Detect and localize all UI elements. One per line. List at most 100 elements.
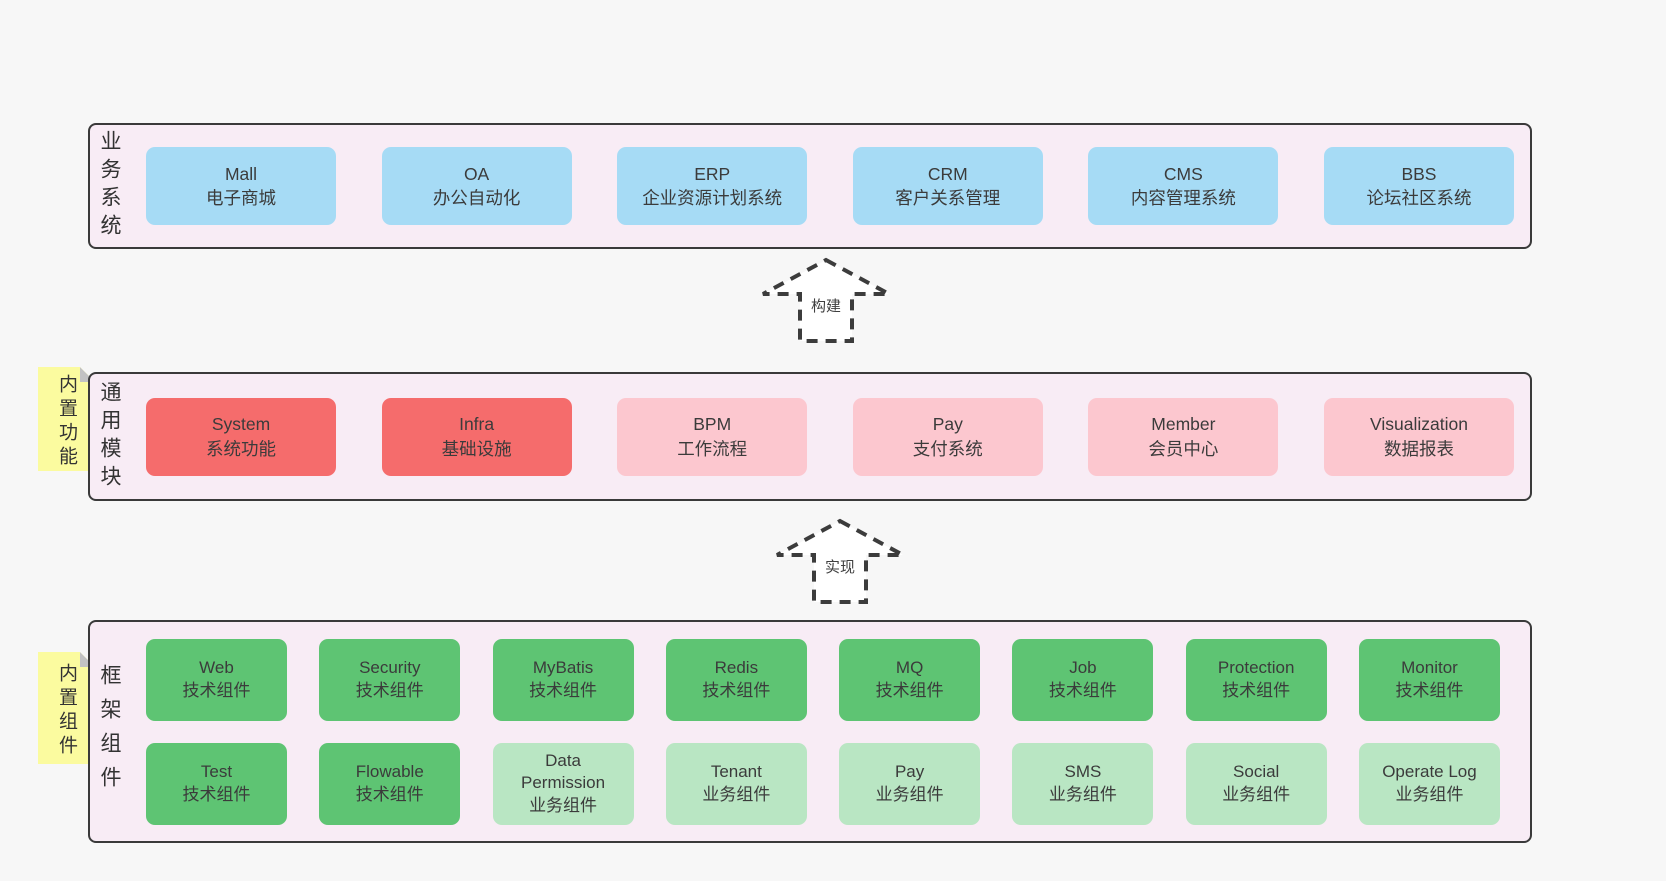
component-box-pay: Pay 支付系统 [852, 397, 1043, 476]
box-subtitle: 业务组件 [1048, 784, 1117, 804]
box-subtitle: 技术组件 [875, 680, 944, 700]
implement-arrow: 实现 [770, 516, 910, 606]
box-subtitle: 数据报表 [1383, 438, 1454, 459]
component-box-system: System 系统功能 [146, 397, 336, 476]
box-title: Data Permission [521, 750, 606, 793]
box-subtitle: 技术组件 [702, 680, 771, 700]
arrow-label: 实现 [823, 556, 857, 577]
box-title: Pay [932, 414, 963, 435]
box-title: SMS [1064, 762, 1102, 782]
sticky-note-label: 内置组件 [56, 663, 77, 759]
box-title: MQ [895, 658, 924, 678]
box-title: CRM [927, 163, 968, 184]
box-subtitle: 业务组件 [702, 784, 771, 804]
component-box-visualization: Visualization 数据报表 [1323, 397, 1514, 476]
box-subtitle: 论坛社区系统 [1366, 188, 1472, 208]
box-subtitle: 业务组件 [529, 795, 598, 815]
box-title: Redis [714, 658, 759, 678]
box-title: Flowable [355, 762, 424, 782]
component-box-member: Member 会员中心 [1088, 397, 1279, 476]
box-title: Tenant [710, 762, 762, 782]
box-title: Web [199, 658, 234, 678]
component-box-crm: CRM 客户关系管理 [852, 147, 1043, 225]
box-title: System [211, 414, 271, 435]
box-subtitle: 系统功能 [206, 438, 276, 459]
box-subtitle: 支付系统 [912, 438, 983, 459]
box-title: Pay [894, 762, 925, 782]
box-subtitle: 企业资源计划系统 [642, 188, 783, 208]
box-title: Monitor [1401, 658, 1458, 678]
sticky-note-builtin-features: 内置功能 [38, 367, 95, 471]
box-subtitle: 技术组件 [529, 680, 598, 700]
arrow-label: 构建 [809, 295, 843, 316]
sticky-note-builtin-components: 内置组件 [38, 652, 95, 764]
box-subtitle: 技术组件 [182, 784, 251, 804]
box-subtitle: 业务组件 [875, 784, 944, 804]
box-subtitle: 技术组件 [182, 680, 251, 700]
band-label: 通用模块 [98, 380, 121, 493]
box-title: Social [1233, 762, 1280, 782]
box-subtitle: 电子商城 [206, 188, 276, 208]
box-subtitle: 技术组件 [355, 680, 424, 700]
box-title: Mall [224, 163, 258, 184]
band-label: 业务系统 [98, 130, 121, 242]
component-box-mall: Mall 电子商城 [146, 147, 336, 225]
box-subtitle: 技术组件 [1395, 680, 1464, 700]
box-subtitle: 工作流程 [677, 438, 748, 459]
box-title: ERP [694, 163, 731, 184]
box-subtitle: 内容管理系统 [1130, 188, 1236, 208]
box-subtitle: 会员中心 [1148, 438, 1219, 459]
band-label: 框架组件 [98, 663, 121, 800]
box-title: Security [359, 658, 421, 678]
box-title: CMS [1163, 163, 1203, 184]
build-arrow: 构建 [756, 255, 896, 345]
component-box-cms: CMS 内容管理系统 [1088, 147, 1279, 225]
sticky-note-label: 内置功能 [56, 374, 77, 470]
component-box-erp: ERP 企业资源计划系统 [617, 147, 808, 225]
component-box-bpm: BPM 工作流程 [617, 397, 808, 476]
box-subtitle: 业务组件 [1222, 784, 1291, 804]
box-subtitle: 技术组件 [1222, 680, 1291, 700]
box-subtitle: 技术组件 [1048, 680, 1117, 700]
box-title: Member [1151, 414, 1216, 435]
box-title: Operate Log [1382, 762, 1477, 782]
box-title: Job [1069, 658, 1097, 678]
box-title: Test [200, 762, 233, 782]
box-title: OA [463, 163, 490, 184]
box-title: MyBatis [532, 658, 594, 678]
box-title: Protection [1217, 658, 1295, 678]
box-title: BPM [693, 414, 732, 435]
box-subtitle: 基础设施 [441, 438, 512, 459]
box-subtitle: 客户关系管理 [895, 188, 1001, 208]
box-title: Visualization [1370, 414, 1468, 435]
